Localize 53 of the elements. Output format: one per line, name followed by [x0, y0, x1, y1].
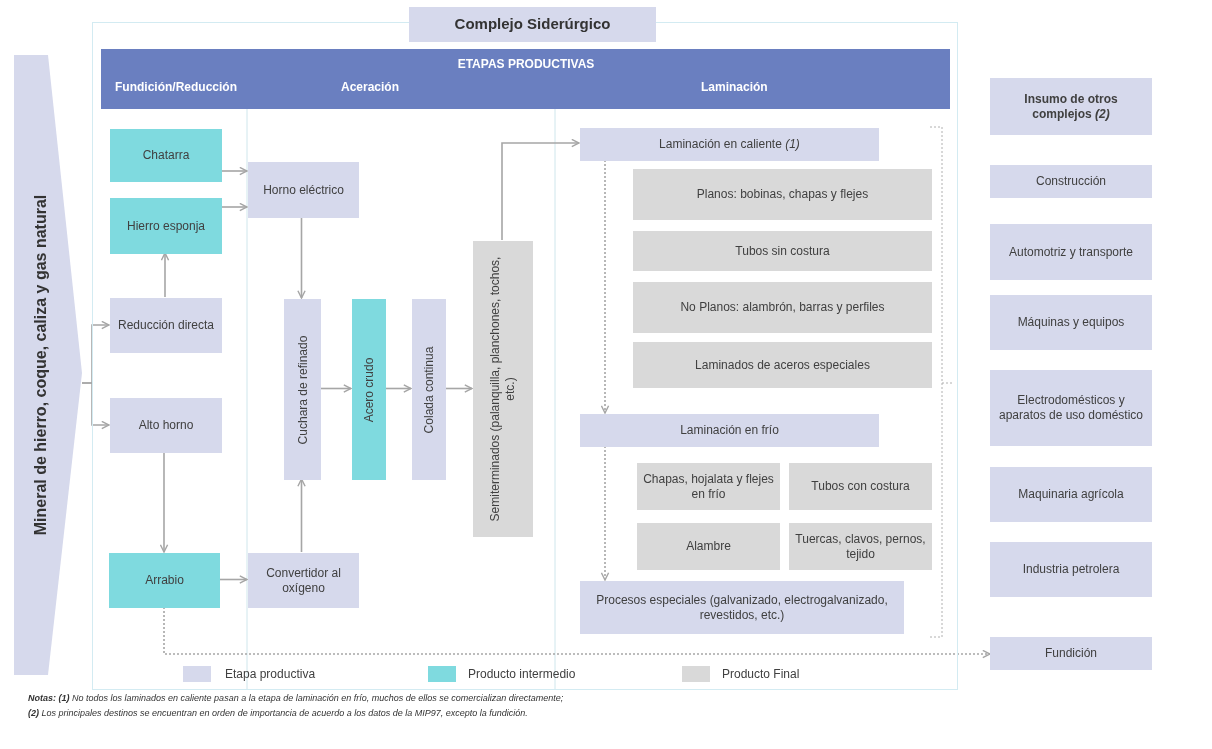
process-stage-box: Convertidor al oxígeno — [248, 553, 359, 608]
footnote: Notas: (1) No todos los laminados en caliente pasan a la etapa de laminación en frío, muchos de ellos se comercializan directamente; — [28, 693, 564, 703]
vertical-label: Mineral de hierro, coque, caliza y gas natural — [31, 193, 51, 538]
process-stage-box — [284, 299, 321, 480]
arrow — [160, 252, 170, 298]
final-product-box: Tuercas, clavos, pernos, tejido — [789, 523, 932, 570]
vertical-label: Acero crudo — [361, 356, 377, 424]
arrow — [501, 138, 580, 241]
arrow — [297, 478, 306, 553]
process-stage-box: Laminación en frío — [580, 414, 879, 447]
final-product-box: Alambre — [637, 523, 780, 570]
destination-sector-box: Máquinas y equipos — [990, 295, 1152, 350]
destination-sector-box: Maquinaria agrícola — [990, 467, 1152, 522]
stage-column-heading: Fundición/Reducción — [115, 80, 238, 95]
raw-materials-chevron — [14, 55, 82, 675]
final-product-box — [473, 241, 533, 537]
destination-header-box: Insumo de otros complejos (2) — [990, 78, 1152, 135]
vertical-label: Semiterminados (palanquilla, planchones, tochos, etc.) — [488, 255, 518, 524]
footnote: (2) Los principales destinos se encuentran en orden de importancia de acuerdo a los datos de la MIP97, excepto la fundición. — [28, 708, 528, 718]
final-product-box: Chapas, hojalata y flejes en frío — [637, 463, 780, 510]
process-stage-box: Reducción directa — [110, 298, 222, 353]
vertical-label: Cuchara de refinado — [295, 334, 310, 446]
destination-sector-box: Industria petrolera — [990, 542, 1152, 597]
process-stage-box: Horno eléctrico — [248, 162, 359, 218]
legend-label: Producto intermedio — [468, 667, 576, 681]
legend-label: Producto Final — [722, 667, 800, 681]
intermediate-product-box: Arrabio — [109, 553, 220, 608]
process-stage-box — [412, 299, 446, 480]
destination-sector-box: Automotriz y transporte — [990, 224, 1152, 280]
intermediate-product-box — [352, 299, 386, 480]
band-title: ETAPAS PRODUCTIVAS — [456, 57, 596, 72]
vertical-label: Colada continua — [421, 345, 437, 435]
destination-sector-box: Construcción — [990, 165, 1152, 198]
arrow — [81, 382, 110, 430]
process-stage-box: Procesos especiales (galvanizado, electrogalvanizado, revestidos, etc.) — [580, 581, 904, 634]
intermediate-product-box: Chatarra — [110, 129, 222, 182]
final-product-box: Planos: bobinas, chapas y flejes — [633, 169, 932, 220]
process-stage-box: Laminación en caliente (1) — [580, 128, 879, 161]
final-product-box: Tubos sin costura — [633, 231, 932, 271]
stages-header-band — [101, 49, 950, 109]
process-stage-box: Alto horno — [110, 398, 222, 453]
destination-sector-box: Electrodomésticos y aparatos de uso doméstico — [990, 370, 1152, 446]
final-product-box: Laminados de aceros especiales — [633, 342, 932, 388]
arrow — [159, 451, 169, 553]
destination-sector-box: Fundición — [990, 637, 1152, 670]
final-product-box: No Planos: alambrón, barras y perfiles — [633, 282, 932, 333]
final-product-box: Tubos con costura — [789, 463, 932, 510]
intermediate-product-box: Hierro esponja — [110, 198, 222, 254]
arrow — [297, 216, 306, 299]
legend-label: Etapa productiva — [225, 667, 316, 681]
stage-column-heading: Laminación — [701, 80, 769, 95]
stage-column-heading: Aceración — [341, 80, 401, 95]
section-heading: Complejo Siderúrgico — [409, 7, 656, 42]
